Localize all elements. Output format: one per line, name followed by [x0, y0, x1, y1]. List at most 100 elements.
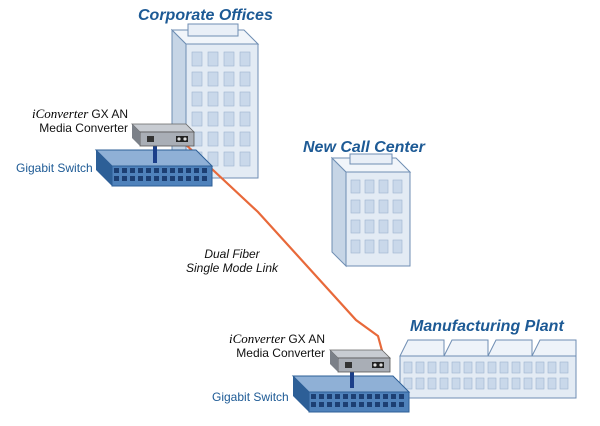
window [547, 361, 557, 374]
gigabit-switch-top [94, 149, 214, 187]
window [191, 71, 203, 87]
window [475, 377, 485, 390]
window [223, 111, 235, 127]
roof-segment [531, 339, 577, 357]
switch-port [162, 176, 167, 181]
window [439, 361, 449, 374]
switch-port [319, 394, 324, 399]
window [392, 179, 403, 194]
window [415, 361, 425, 374]
window [499, 361, 509, 374]
switch-port [399, 402, 404, 407]
window [439, 377, 449, 390]
switch-ports [311, 394, 404, 407]
switch-port [383, 394, 388, 399]
converter-bottom-model: GX AN [288, 332, 325, 346]
switch-port [391, 394, 396, 399]
switch-port [343, 402, 348, 407]
window [463, 361, 473, 374]
window [403, 377, 413, 390]
window [350, 179, 361, 194]
switch-port [122, 168, 127, 173]
window [223, 71, 235, 87]
switch-port [367, 394, 372, 399]
window [415, 377, 425, 390]
switch-port [391, 402, 396, 407]
gigabit-switch-bottom [291, 375, 411, 413]
uplink-cable-bottom [350, 366, 354, 388]
window [487, 361, 497, 374]
title-corporate-offices: Corporate Offices [138, 7, 273, 24]
window [378, 179, 389, 194]
switch-port [194, 176, 199, 181]
fiber-link-label-line2: Single Mode Link [186, 261, 279, 275]
switch-port [186, 176, 191, 181]
switch-top-label: Gigabit Switch [16, 161, 93, 175]
window [451, 377, 461, 390]
building-windows [191, 51, 251, 167]
switch-port [399, 394, 404, 399]
switch-port [311, 402, 316, 407]
window [223, 131, 235, 147]
window [451, 361, 461, 374]
roof-segment [443, 339, 489, 357]
window [207, 51, 219, 67]
window [535, 361, 545, 374]
switch-port [335, 394, 340, 399]
window [239, 91, 251, 107]
window [364, 219, 375, 234]
uplink-cable-top [153, 141, 157, 163]
switch-port [114, 176, 119, 181]
window [511, 361, 521, 374]
title-manufacturing-plant: Manufacturing Plant [410, 318, 564, 335]
window [392, 239, 403, 254]
switch-port [130, 176, 135, 181]
switch-port [359, 394, 364, 399]
switch-port [375, 402, 380, 407]
switch-port [375, 394, 380, 399]
window [239, 151, 251, 167]
window [239, 51, 251, 67]
switch-port [335, 402, 340, 407]
window [223, 151, 235, 167]
switch-port [138, 168, 143, 173]
fiber-link-label-line1: Dual Fiber [204, 247, 260, 261]
window [364, 179, 375, 194]
window [223, 91, 235, 107]
switch-port [359, 402, 364, 407]
switch-port [186, 168, 191, 173]
window [392, 219, 403, 234]
window [547, 377, 557, 390]
switch-port [202, 168, 207, 173]
window [523, 361, 533, 374]
switch-port [311, 394, 316, 399]
switch-port [367, 402, 372, 407]
converter-bottom-label-line2: Media Converter [236, 346, 325, 360]
media-converter-top [131, 123, 195, 147]
window [475, 361, 485, 374]
window [364, 199, 375, 214]
switch-port [319, 402, 324, 407]
window [403, 361, 413, 374]
switch-port [178, 168, 183, 173]
window [350, 199, 361, 214]
window [511, 377, 521, 390]
switch-port [162, 168, 167, 173]
switch-port [343, 394, 348, 399]
window [223, 51, 235, 67]
window [487, 377, 497, 390]
building-windows [350, 179, 403, 254]
converter-top-label-line2: Media Converter [39, 121, 128, 135]
window [523, 377, 533, 390]
window [207, 91, 219, 107]
window [239, 71, 251, 87]
switch-port [154, 176, 159, 181]
window [427, 377, 437, 390]
switch-bottom-label: Gigabit Switch [212, 390, 289, 404]
window [207, 151, 219, 167]
sawtooth-roof [399, 339, 577, 357]
switch-port [327, 402, 332, 407]
